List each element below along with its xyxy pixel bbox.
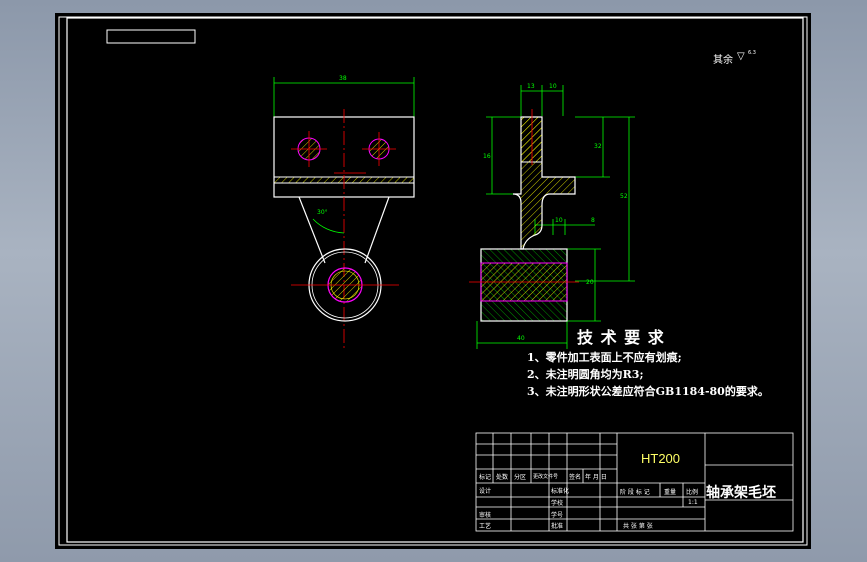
tb-mark: 标记 <box>479 474 492 481</box>
tb-school: 学校 <box>551 500 564 507</box>
tb-weight: 重量 <box>664 489 677 496</box>
tb-scale-value: 1:1 <box>688 499 698 506</box>
dim-side-mid-a: 10 <box>555 217 563 224</box>
corner-code-box <box>106 29 196 44</box>
side-view <box>469 85 635 349</box>
tb-scale: 比例 <box>686 489 699 496</box>
tb-standardize: 标准化 <box>551 488 570 495</box>
dim-side-base-w: 40 <box>517 335 525 342</box>
dim-front-width: 38 <box>339 75 347 82</box>
tb-check: 审核 <box>479 512 492 519</box>
dim-side-right-h: 32 <box>594 143 602 150</box>
front-view <box>273 77 415 348</box>
title-block <box>475 432 794 532</box>
dim-angle: 30° <box>317 209 328 216</box>
dim-side-mid-b: 8 <box>591 217 595 224</box>
tb-craft: 工艺 <box>479 523 492 530</box>
tech-req-item: 2、未注明圆角均为R3; <box>527 368 644 381</box>
tb-student-no: 学号 <box>551 512 564 519</box>
outer-frame <box>58 16 808 546</box>
dim-side-top-b: 10 <box>549 83 557 90</box>
tb-zone: 分区 <box>514 474 527 481</box>
dim-side-top-a: 13 <box>527 83 535 90</box>
roughness-value: 6.3 <box>748 50 756 56</box>
tb-approve: 批准 <box>551 523 564 530</box>
tb-stage-mark: 阶 段 标 记 <box>620 489 650 496</box>
drawing-sheet: 38 30° 13 10 16 32 52 10 8 20 40 其余 ▽ 6.… <box>55 13 811 549</box>
dim-side-base-h: 20 <box>586 279 594 286</box>
tech-req-title: 技 术 要 求 <box>577 328 665 347</box>
drawing-canvas <box>58 16 808 546</box>
dim-side-left-h: 16 <box>483 153 491 160</box>
tb-sheets: 共 张 第 张 <box>623 523 653 530</box>
inner-frame <box>66 17 804 543</box>
tb-count: 处数 <box>496 474 509 481</box>
tb-date: 年 月 日 <box>585 474 607 481</box>
tech-req-item: 1、零件加工表面上不应有划痕; <box>527 351 682 364</box>
tb-design: 设计 <box>479 488 492 495</box>
tb-sign: 签名 <box>569 474 582 481</box>
dim-side-total-h: 52 <box>620 193 628 200</box>
part-name: 轴承架毛坯 <box>706 485 776 501</box>
tb-change-doc: 更改文件号 <box>533 474 559 480</box>
roughness-note: 其余 <box>713 55 733 66</box>
roughness-symbol-icon: ▽ <box>737 51 745 62</box>
tech-req-item: 3、未注明形状公差应符合GB1184-80的要求。 <box>527 385 769 398</box>
material-label: HT200 <box>641 451 681 466</box>
